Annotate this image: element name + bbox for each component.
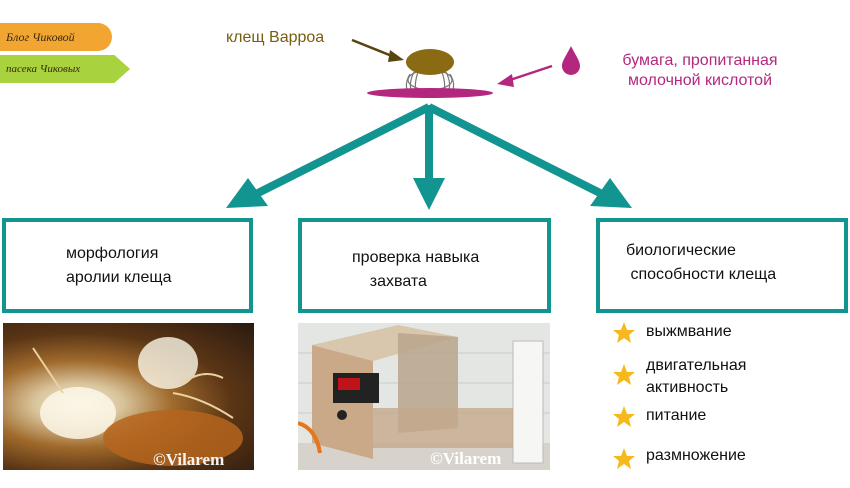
biology-box: биологические способности клеща	[596, 218, 848, 313]
list-item-label: выжмвание	[646, 323, 732, 340]
paper-label: бумага, пропитанная молочной кислотой	[622, 52, 778, 89]
grip-test-text: проверка навыка захвата	[352, 249, 480, 290]
list-item-label: размножение	[646, 447, 746, 464]
list-item-label: двигательная активность	[646, 357, 747, 396]
mite-arolium-photo: ©Vilarem	[3, 323, 254, 470]
mite-pointer-arrow	[351, 38, 404, 62]
grip-test-box: проверка навыка захвата	[298, 218, 551, 313]
varroa-mite-icon	[405, 49, 455, 93]
star-icon	[613, 322, 635, 343]
acid-drop-icon	[562, 46, 580, 75]
star-icon	[613, 448, 635, 469]
biology-text: биологические способности клеща	[626, 242, 777, 283]
device-illustration	[298, 323, 550, 470]
photo1-watermark: ©Vilarem	[153, 450, 225, 469]
paper-pointer-arrow	[497, 64, 553, 87]
blog-badge: Блог Чиковой	[0, 23, 112, 51]
list-item: размножение	[612, 445, 842, 475]
lactic-paper-strip	[367, 88, 493, 98]
morphology-box: морфология аролии клеща	[2, 218, 253, 313]
list-item: двигательная активность	[612, 353, 842, 396]
list-item: выжмвание	[612, 319, 842, 349]
branch-arrows	[226, 103, 632, 210]
apiary-badge-text: пасека Чиковых	[6, 63, 81, 75]
blog-badge-text: Блог Чиковой	[6, 29, 75, 44]
arolium-illustration	[32, 337, 243, 466]
photo2-watermark: ©Vilarem	[430, 449, 502, 468]
grip-test-device-photo: ©Vilarem	[298, 323, 550, 470]
list-item: питание	[612, 403, 842, 433]
morphology-text: морфология аролии клеща	[66, 245, 172, 286]
star-icon	[613, 364, 635, 385]
star-icon	[613, 406, 635, 427]
apiary-badge: пасека Чиковых	[0, 55, 130, 83]
mite-label: клещ Варроа	[226, 29, 325, 46]
list-item-label: питание	[646, 407, 707, 424]
